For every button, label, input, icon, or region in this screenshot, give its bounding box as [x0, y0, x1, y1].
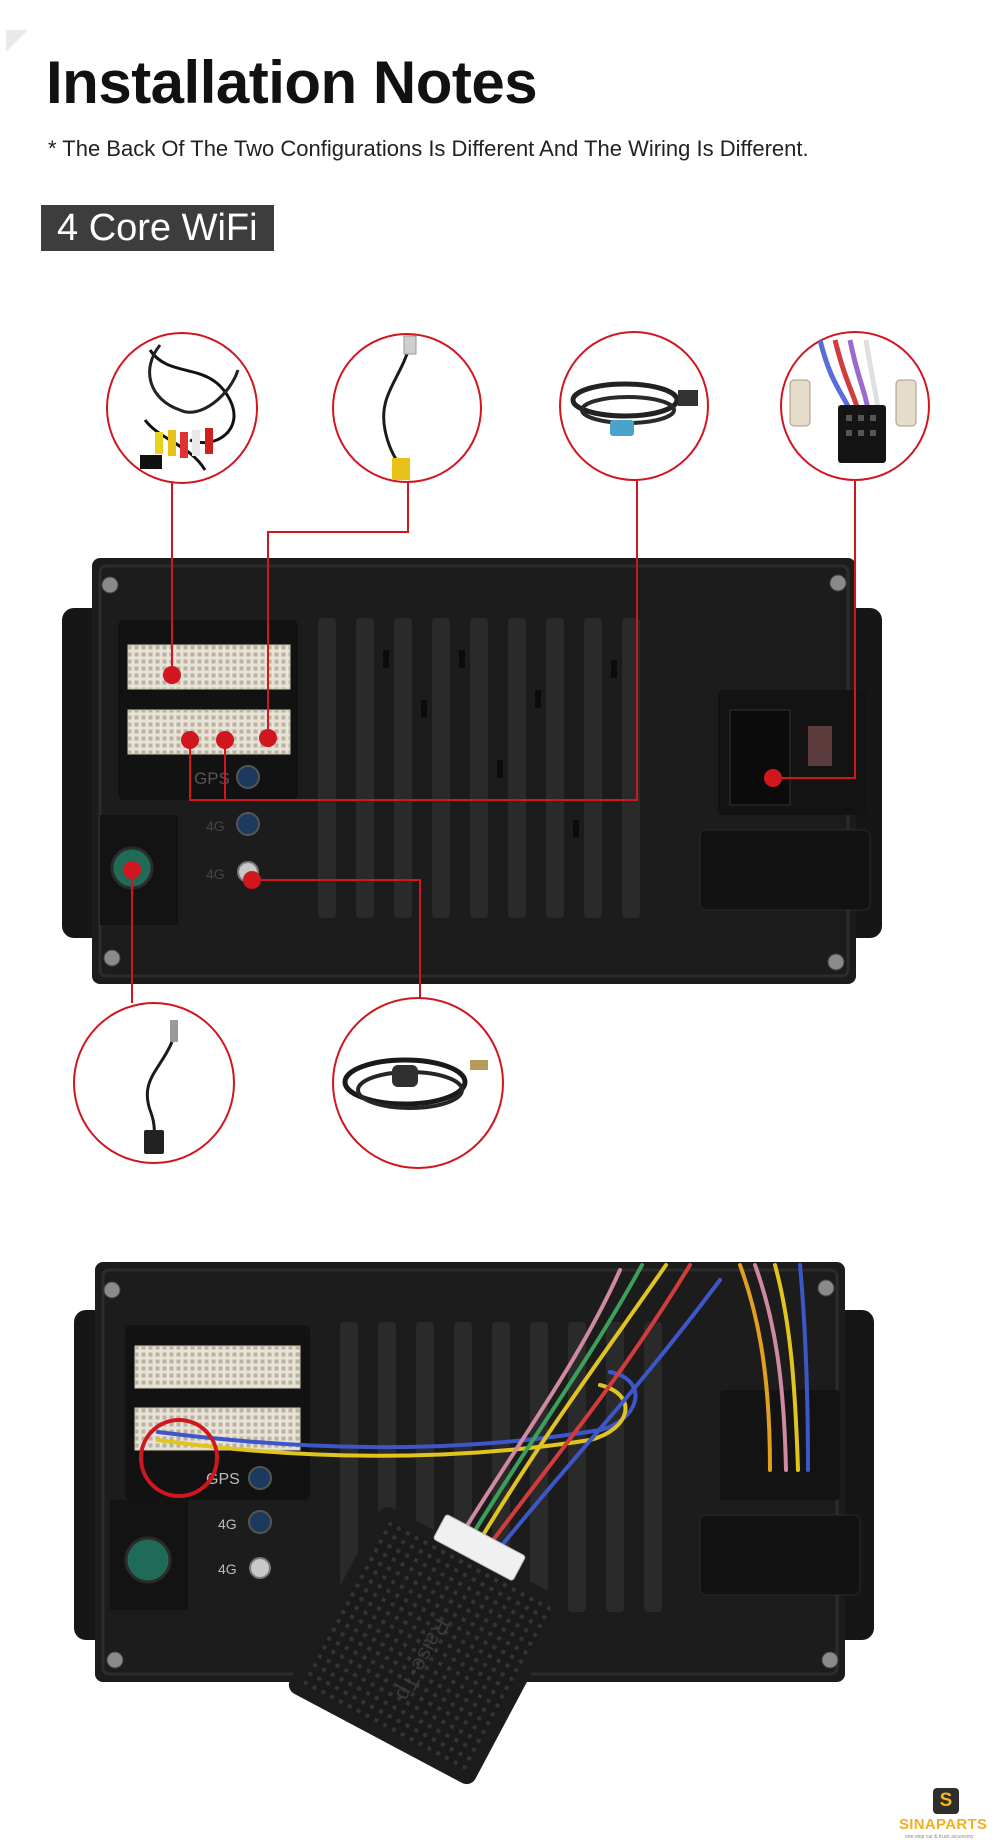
port-label-gps: GPS	[194, 769, 230, 788]
callout-lines	[131, 480, 856, 1003]
corner-mark	[6, 30, 28, 52]
logo-mark: S	[933, 1788, 959, 1814]
aux-cable-icon	[73, 1002, 235, 1164]
logo-name: SINAPARTS	[899, 1816, 988, 1833]
port-label-4g-4: 4G	[218, 1561, 237, 1577]
page-subtitle: * The Back Of The Two Configurations Is …	[48, 136, 809, 161]
gps-antenna-icon	[332, 997, 504, 1169]
rca-harness-icon	[106, 332, 258, 484]
page-title: Installation Notes	[46, 49, 538, 116]
callout-dots	[123, 666, 782, 889]
port-label-4g-3: 4G	[218, 1516, 237, 1532]
iso-power-harness-icon	[780, 331, 930, 481]
config-badge: 4 Core WiFi	[41, 205, 274, 251]
head-unit-back-top: GPS 4G 4G	[62, 558, 882, 984]
reverse-camera-cable-icon	[332, 333, 482, 483]
head-unit-back-bottom: GPS 4G 4G Rais	[74, 1262, 874, 1785]
port-label-4g-2: 4G	[206, 866, 225, 882]
sinaparts-logo: S SINAPARTS one-stop car & truck accesso…	[895, 1788, 999, 1844]
usb-cable-icon	[559, 331, 709, 481]
port-label-4g-1: 4G	[206, 818, 225, 834]
logo-tagline: one-stop car & truck accessory	[905, 1834, 974, 1840]
